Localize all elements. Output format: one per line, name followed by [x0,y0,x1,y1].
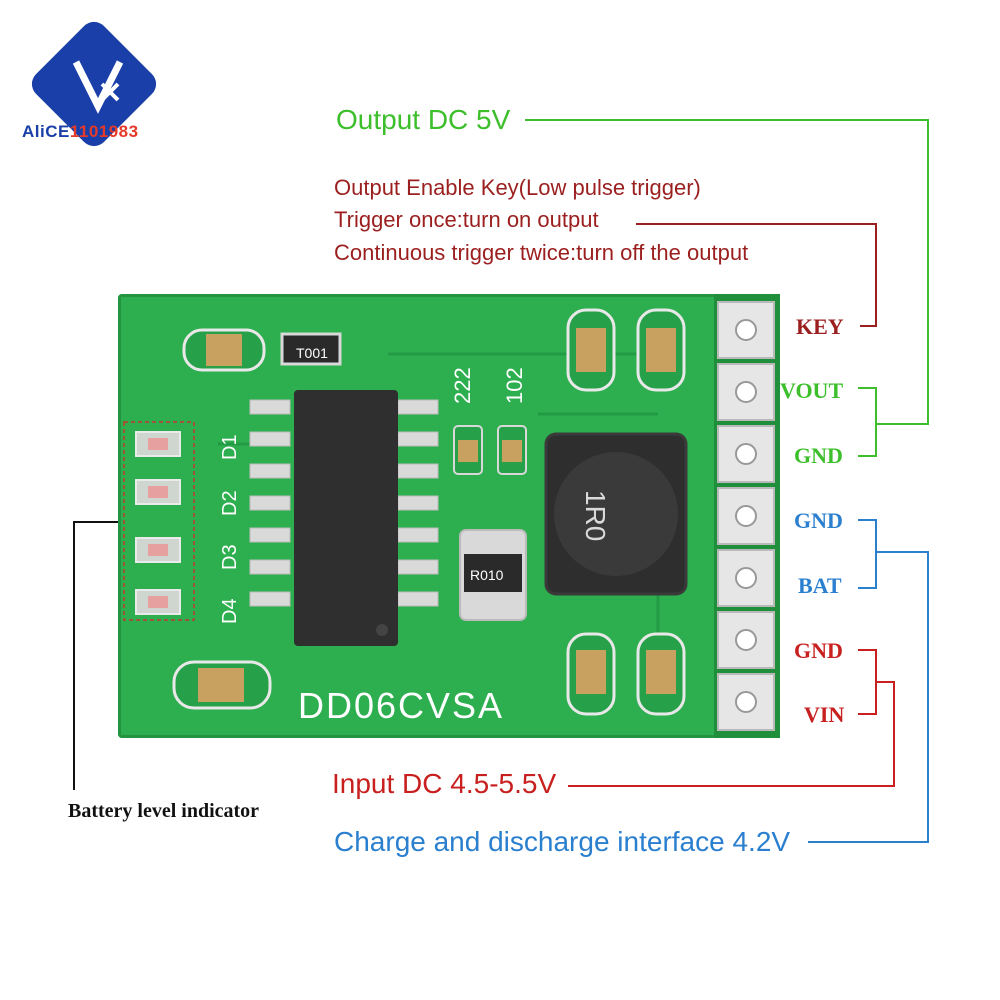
cap-topleft [206,334,242,366]
cap-222 [458,440,478,462]
resistor-t001-label: T001 [296,345,328,361]
ic-pin1-dot [376,624,388,636]
resistor-r010 [464,554,522,592]
logo-text-main: AliCE [22,122,70,141]
led-label-d1: D1 [219,434,241,460]
cap-br2 [646,650,676,694]
input-line [568,681,895,787]
logo-mark-icon [72,60,124,114]
pin-label-gnd-out: GND [794,443,843,468]
charge-interface-label: Charge and discharge interface 4.2V [334,826,791,857]
inductor-label: 1R0 [580,490,611,541]
cap-br1 [576,650,606,694]
led-label-d2: D2 [219,490,241,516]
pcb-board: T001 222 102 1R0 R010 DD06CVSA D1 D2 D3 … [118,294,780,738]
charge-line [808,551,929,843]
battery-indicator-line [73,521,124,790]
logo-text-accent: 1101983 [69,122,139,141]
cap-222-label: 222 [450,367,475,404]
output-line [525,119,929,425]
pcb-graphic: T001 222 102 1R0 R010 DD06CVSA D1 D2 D3 … [123,294,780,738]
inductor-core [554,452,678,576]
pin-label-bat: BAT [798,573,842,598]
output-dc-label: Output DC 5V [336,104,511,135]
ic-chip [294,390,398,646]
resistor-t001 [280,332,342,366]
pin-label-key: KEY [796,314,844,339]
pin-label-gnd-bat: GND [794,508,843,533]
cap-tr2 [646,328,676,372]
logo-text: AliCE1101983 [22,122,172,142]
gnd-bat-bracket [858,519,877,589]
led-frame [123,421,195,621]
ic-pins [249,399,439,607]
pin-pads [717,301,775,731]
cap-102-label: 102 [502,367,527,404]
cap-bottom [198,668,244,702]
led-label-d3: D3 [219,544,241,570]
cap-102 [502,440,522,462]
resistor-r010-label: R010 [470,567,504,583]
led-group [135,431,181,615]
vout-gnd-bracket [858,387,877,457]
enable-key-line2: Trigger once:turn on output [334,207,599,232]
pin-label-gnd-in: GND [794,638,843,663]
pin-label-vin: VIN [804,702,845,727]
input-dc-label: Input DC 4.5-5.5V [332,768,557,799]
pin-label-vout: VOUT [780,378,844,403]
brand-logo: AliCE1101983 [22,16,162,152]
battery-indicator-label: Battery level indicator [68,800,260,822]
enable-key-line3: Continuous trigger twice:turn off the ou… [334,240,749,265]
model-label: DD06CVSA [298,685,504,726]
cap-tr1 [576,328,606,372]
led-label-d4: D4 [219,598,241,624]
gnd-vin-bracket [858,649,877,715]
key-line [636,223,877,327]
enable-key-line1: Output Enable Key(Low pulse trigger) [334,175,701,200]
